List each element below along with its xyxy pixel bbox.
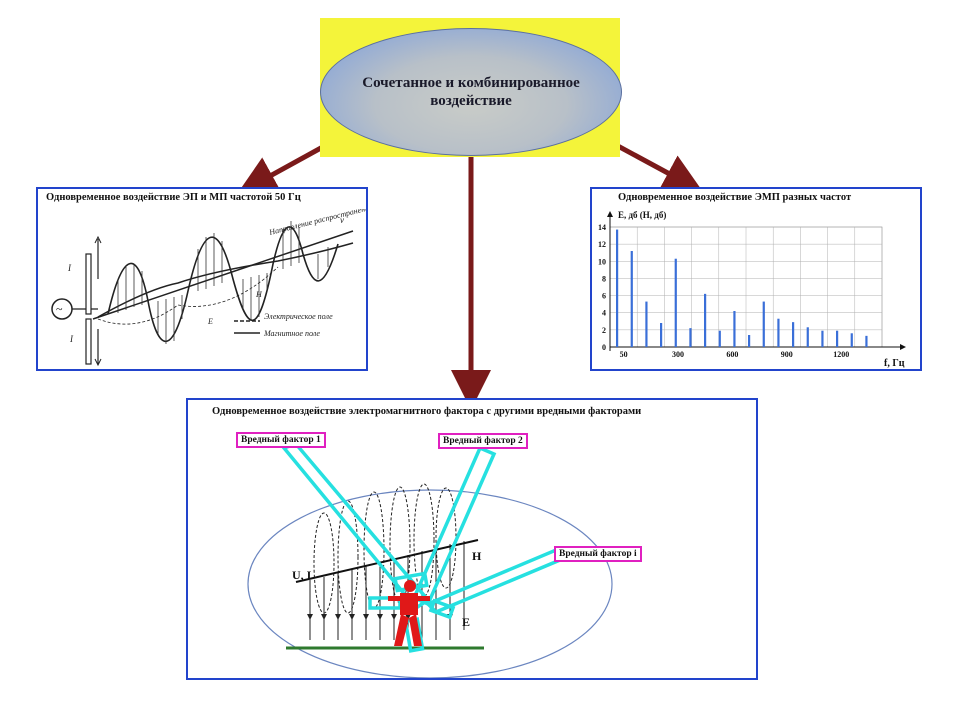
bar (733, 311, 736, 347)
bar (630, 251, 633, 347)
legend-magnetic: Магнитное поле (263, 329, 320, 338)
exposure-zone (247, 489, 613, 678)
power-line (295, 539, 479, 583)
y-tick-label: 6 (602, 292, 606, 301)
bar (762, 301, 765, 347)
direction-label: Направление распространения (267, 209, 366, 237)
y-tick-label: 2 (602, 326, 606, 335)
panel-ep-mp-50hz: Одновременное воздействие ЭП и МП частот… (36, 187, 368, 371)
person-figure (388, 580, 430, 646)
current-label-top: I (67, 263, 72, 273)
field-hatching (117, 221, 329, 344)
legend-electric: Электрическое поле (264, 312, 333, 321)
e-field-label: E (462, 615, 470, 629)
bar (718, 330, 721, 347)
bar (777, 318, 780, 347)
y-tick-label: 8 (602, 274, 606, 283)
factor-2-label: Вредный фактор 2 (438, 433, 528, 449)
y-tick-label: 14 (598, 223, 606, 232)
x-tick-label: 50 (620, 350, 628, 359)
panel-emp-frequencies: Одновременное воздействие ЭМП разных час… (590, 187, 922, 371)
bar (660, 323, 663, 347)
wave-diagram: ~ I I Направление распространения v H E … (51, 209, 366, 367)
x-axis-arrow (900, 344, 906, 350)
bar (616, 229, 619, 347)
bar (674, 258, 677, 347)
h-field-label: H (472, 549, 482, 563)
main-title: Сочетанное и комбинированное воздействие (362, 75, 580, 109)
chart-ylabel: E, дб (Н, дб) (618, 210, 666, 220)
frequency-bar-chart: E, дб (Н, дб) f, Гц 0 2 4 6 8 10 12 14 50 300 600 9… (598, 210, 906, 369)
bar (850, 333, 853, 347)
x-tick-label: 600 (726, 350, 738, 359)
y-tick-label: 10 (598, 257, 606, 266)
current-label-bottom: I (69, 334, 74, 344)
y-tick-label: 4 (602, 309, 606, 318)
bar (806, 327, 809, 347)
factor-i-label: Вредный фактор i (554, 546, 642, 562)
e-label: E (207, 317, 213, 326)
panel-left-title: Одновременное воздействие ЭП и МП частот… (46, 192, 301, 203)
ui-label: U, I (292, 568, 312, 582)
bar (748, 335, 751, 347)
y-tick-label: 0 (602, 343, 606, 352)
bar (836, 330, 839, 347)
velocity-label: v (340, 215, 344, 225)
x-tick-label: 900 (781, 350, 793, 359)
bar (645, 301, 648, 347)
bar (704, 293, 707, 347)
factor-1-label: Вредный фактор 1 (236, 432, 326, 448)
bar (821, 330, 824, 347)
bar (689, 328, 692, 347)
y-axis-arrow (607, 211, 613, 217)
bar (792, 322, 795, 347)
y-tick-label: 12 (598, 240, 606, 249)
chart-xlabel: f, Гц (884, 358, 905, 369)
panel-right-title: Одновременное воздействие ЭМП разных час… (618, 192, 852, 203)
electric-field-arrows (309, 541, 465, 640)
h-label: H (255, 290, 263, 299)
main-title-ellipse: Сочетанное и комбинированное воздействие (320, 28, 622, 156)
x-tick-label: 300 (672, 350, 684, 359)
panel-bottom-title: Одновременное воздействие электромагнитн… (212, 406, 642, 417)
bar (865, 335, 868, 347)
panel-combined-factors: Одновременное воздействие электромагнитн… (186, 398, 758, 680)
svg-text:~: ~ (56, 302, 63, 316)
x-tick-label: 1200 (833, 350, 849, 359)
